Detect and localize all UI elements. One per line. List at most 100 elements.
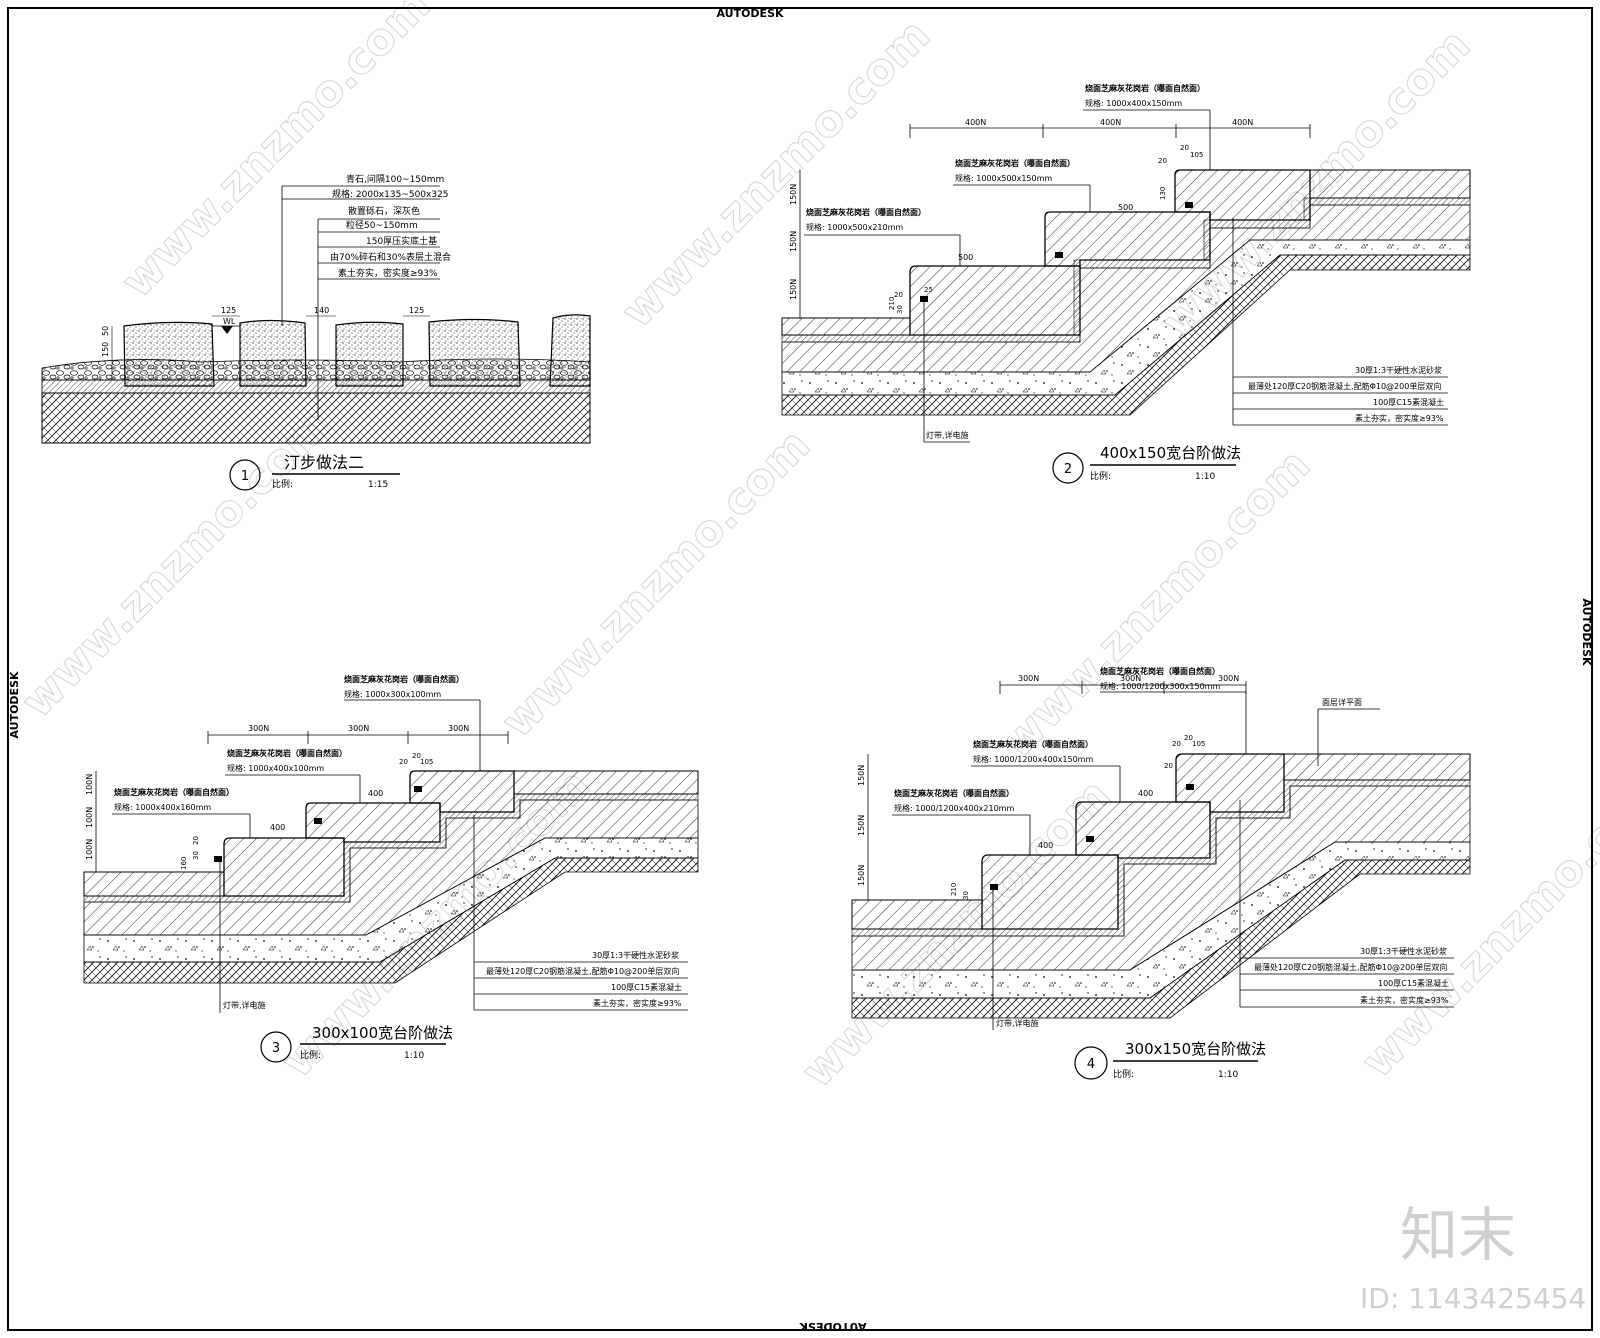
dim-label: 400N — [1100, 118, 1121, 127]
detail-3-steps: 300N 300N 300N 100N 100N 100N 400 400 16… — [83, 674, 699, 1063]
detail-4-steps: 300N 300N 300N 150N 150N 150N 400 400 21… — [851, 666, 1471, 1080]
detail-title: 300x150宽台阶做法 — [1125, 1040, 1266, 1058]
dim-label: 20 — [1180, 144, 1189, 152]
dim-label: 50 — [101, 326, 110, 336]
watermark-text: www.znzmo.com — [992, 439, 1320, 767]
stone-name: 烧面芝麻灰花岗岩（曝面自然面） — [955, 158, 1075, 168]
dim-label: 300N — [1120, 674, 1141, 683]
stone-spec: 规格: 1000x300x100mm — [344, 689, 441, 699]
layer-label: 100厚C15素混凝土 — [611, 982, 682, 992]
dim-label: 400N — [1232, 118, 1253, 127]
dim-label: 30 — [962, 891, 970, 900]
layer-label: 素土夯实，密实度≥93% — [1355, 413, 1444, 423]
dim-label: 140 — [314, 306, 329, 315]
dim-label: 20 — [1158, 157, 1167, 165]
watermark-text: www.znzmo.com — [612, 9, 940, 337]
layer-label: 30厚1:3干硬性水泥砂浆 — [1360, 946, 1447, 956]
dim-label: 125 — [409, 306, 424, 315]
stone-spec: 规格: 1000/1200x400x150mm — [973, 754, 1093, 764]
stone-name: 烧面芝麻灰花岗岩（曝面自然面） — [973, 739, 1093, 749]
scale-label: 比例: — [1113, 1068, 1134, 1080]
stone-spec: 规格: 1000x500x210mm — [806, 222, 903, 232]
layer-label: 素土夯实，密实度≥93% — [1360, 995, 1449, 1005]
watermark-id: ID: 1143425454 — [1360, 1282, 1586, 1315]
watermark-text: www.znzmo.com — [492, 419, 820, 747]
water-level-label: WL — [223, 317, 236, 326]
scale-value: 1:10 — [1195, 472, 1215, 482]
dim-label: 20 — [1172, 740, 1181, 748]
dim-label: 150N — [857, 765, 866, 786]
dim-label: 210 — [950, 883, 958, 896]
detail-number-circle — [1074, 1046, 1108, 1080]
layer-label: 30厚1:3干硬性水泥砂浆 — [1355, 365, 1442, 375]
stone-name: 烧面芝麻灰花岗岩（曝面自然面） — [806, 207, 926, 217]
light-strip-note: 灯带,详电施 — [996, 1018, 1039, 1028]
watermark-text: www.znzmo.com — [12, 399, 340, 727]
dim-label: 130 — [1159, 187, 1167, 200]
dim-label: 105 — [1192, 740, 1205, 748]
layer-label: 散置砾石，深灰色 — [348, 205, 420, 217]
layer-label: 最薄处120厚C20钢筋混凝土,配筋Φ10@200单层双向 — [1248, 381, 1441, 391]
detail-number: 4 — [1087, 1057, 1095, 1072]
dim-label: 150N — [857, 865, 866, 886]
detail-number: 3 — [272, 1041, 280, 1056]
detail-number-circle — [229, 459, 261, 491]
detail-number-circle — [1052, 452, 1084, 484]
layer-label: 100厚C15素混凝土 — [1378, 978, 1449, 988]
dim-label: 400 — [270, 823, 285, 832]
stone-spec: 规格: 1000/1200x300x150mm — [1100, 681, 1220, 691]
dim-label: 300N — [448, 724, 469, 733]
layer-label: 由70%碎石和30%表层土混合 — [330, 251, 451, 263]
dim-label: 30 — [192, 851, 200, 860]
border-label-top: AUTODESK — [716, 7, 784, 20]
layer-label: 30厚1:3干硬性水泥砂浆 — [592, 950, 679, 960]
dim-label: 160 — [180, 857, 188, 870]
layer-label: 素土夯实，密实度≥93% — [593, 998, 682, 1008]
stone-name: 烧面芝麻灰花岗岩（曝面自然面） — [1085, 83, 1205, 93]
detail-number-circle — [260, 1031, 292, 1063]
stone-name: 烧面芝麻灰花岗岩（曝面自然面） — [227, 748, 347, 758]
detail-number: 2 — [1064, 462, 1072, 477]
layer-label: 最薄处120厚C20钢筋混凝土,配筋Φ10@200单层双向 — [486, 966, 679, 976]
dim-label: 20 — [192, 836, 200, 845]
stone-name: 烧面芝麻灰花岗岩（曝面自然面） — [894, 788, 1014, 798]
stone-name: 烧面芝麻灰花岗岩（曝面自然面） — [344, 674, 464, 684]
dim-label: 150N — [857, 815, 866, 836]
stone-spec: 规格: 1000/1200x400x210mm — [894, 803, 1014, 813]
detail-number: 1 — [241, 469, 249, 484]
dim-label: 300N — [248, 724, 269, 733]
dim-label: 400 — [1138, 789, 1153, 798]
dim-label: 300N — [1218, 674, 1239, 683]
dim-label: 500 — [958, 253, 973, 262]
stone-spec: 规格: 1000x400x100mm — [227, 763, 324, 773]
dim-label: 400 — [368, 789, 383, 798]
dim-label: 100N — [85, 774, 94, 795]
dim-label: 100N — [85, 839, 94, 860]
light-strip-note: 灯带,详电施 — [223, 1000, 266, 1010]
dim-label: 20 — [1184, 734, 1193, 742]
watermark-brand: 知末 — [1400, 1201, 1516, 1269]
detail-title: 汀步做法二 — [284, 453, 364, 472]
detail-title: 300x100宽台阶做法 — [312, 1024, 453, 1042]
dim-label: 125 — [221, 306, 236, 315]
detail-2-steps: 400N 400N 400N 150N 150N 150N 500 500 21… — [781, 83, 1471, 484]
dim-label: 20 — [894, 291, 903, 299]
layer-label: 100厚C15素混凝土 — [1373, 397, 1444, 407]
dim-label: 500 — [1118, 203, 1133, 212]
layer-label: 粒径50~150mm — [346, 219, 418, 231]
dim-label: 150 — [101, 342, 110, 357]
detail-title: 400x150宽台阶做法 — [1100, 444, 1241, 462]
dim-label: 25 — [924, 286, 933, 294]
dim-label: 300N — [348, 724, 369, 733]
surface-note: 面层详平面 — [1322, 697, 1362, 707]
dim-label: 300N — [1018, 674, 1039, 683]
sheet-frame — [7, 7, 1593, 1331]
layer-label: 素土夯实，密实度≥93% — [338, 267, 438, 279]
dim-label: 100N — [85, 807, 94, 828]
dim-label: 105 — [1190, 151, 1203, 159]
layer-label: 规格: 2000x135~500x325 — [332, 188, 449, 200]
dim-label: 400 — [1038, 841, 1053, 850]
dim-label: 20 — [412, 752, 421, 760]
stone-name: 烧面芝麻灰花岗岩（曝面自然面） — [114, 787, 234, 797]
